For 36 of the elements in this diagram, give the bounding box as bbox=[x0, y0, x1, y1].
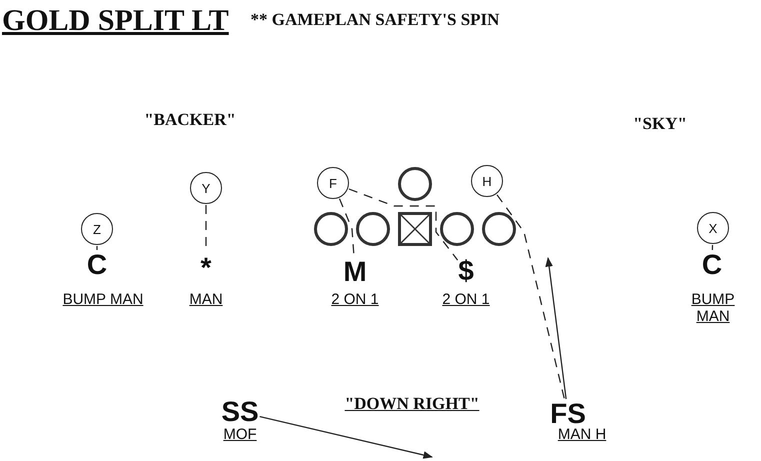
call-label: "SKY" bbox=[633, 114, 687, 134]
lineman-circle bbox=[398, 167, 432, 201]
lineman-circle bbox=[314, 212, 348, 246]
route-arrow bbox=[260, 416, 433, 459]
lineman-circle bbox=[440, 212, 474, 246]
call-label: "DOWN RIGHT" bbox=[344, 394, 480, 414]
defender-symbol: SS bbox=[221, 398, 259, 426]
player-circle: Z bbox=[81, 213, 113, 245]
play-title: GOLD SPLIT LT bbox=[2, 4, 229, 38]
defender-symbol: FS bbox=[550, 400, 586, 428]
player-circle: F bbox=[317, 167, 349, 199]
route-arrow bbox=[545, 257, 567, 400]
defender-symbol: C bbox=[702, 251, 722, 279]
assignment-label: MAN H bbox=[558, 426, 606, 444]
assignment-label: BUMP MAN bbox=[62, 291, 144, 308]
player-circle: Y bbox=[190, 172, 222, 204]
assignment-label: BUMP MAN bbox=[690, 291, 736, 326]
assignment-label: 2 ON 1 bbox=[331, 291, 379, 308]
route-line bbox=[96, 246, 98, 250]
defender-symbol: C bbox=[86, 251, 108, 279]
lineman-circle bbox=[482, 212, 516, 246]
defender-symbol: $ bbox=[458, 257, 474, 285]
defender-symbol: * bbox=[200, 254, 212, 282]
player-circle: H bbox=[471, 165, 503, 197]
player-circle: X bbox=[697, 212, 729, 244]
dashed-route bbox=[496, 194, 565, 400]
note: ** GAMEPLAN SAFETY'S SPIN bbox=[250, 10, 500, 30]
route-line bbox=[712, 244, 714, 250]
lineman-circle bbox=[356, 212, 390, 246]
call-label: "BACKER" bbox=[144, 110, 236, 130]
defender-symbol: M bbox=[343, 258, 367, 286]
center-box bbox=[398, 212, 432, 246]
assignment-label: MAN bbox=[189, 291, 223, 308]
assignment-label: MOF bbox=[223, 426, 257, 444]
dashed-route bbox=[348, 188, 458, 260]
assignment-label: 2 ON 1 bbox=[442, 291, 490, 308]
